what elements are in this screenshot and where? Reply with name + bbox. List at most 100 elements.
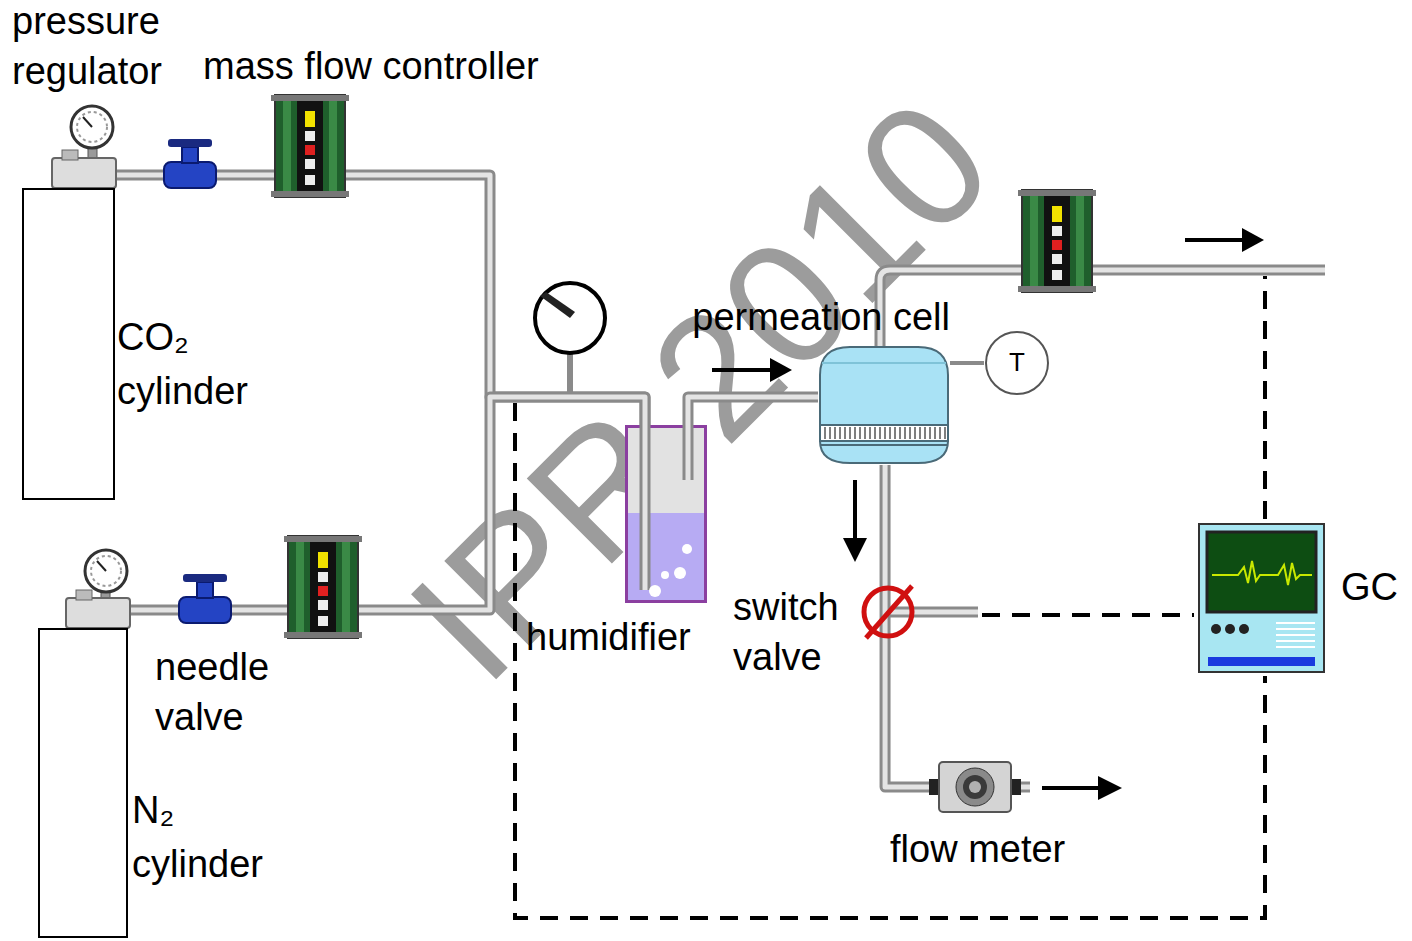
pipe-connector xyxy=(83,397,645,628)
node-label: CO₂ cylinder xyxy=(117,310,282,418)
circle-node: T xyxy=(984,330,1050,396)
cell-shape xyxy=(874,427,876,439)
cell-shape xyxy=(929,427,931,439)
cell-node: permeation cell xyxy=(818,345,950,465)
node-label: N₂ cylinder xyxy=(132,783,297,891)
beaker-shape xyxy=(683,425,694,480)
co2-regulator xyxy=(62,150,78,160)
cell-shape xyxy=(914,427,916,439)
cell-shape xyxy=(818,345,950,465)
pipe-wall xyxy=(83,397,645,628)
meter-shape xyxy=(929,779,939,795)
cyl-shape xyxy=(39,629,127,937)
sampling-line xyxy=(982,613,1194,617)
beaker-shape xyxy=(686,425,691,480)
pipe-connector xyxy=(950,363,984,364)
pipe-bore xyxy=(688,397,818,425)
cell-shape xyxy=(844,427,846,439)
meter-shape xyxy=(1011,779,1021,795)
cell-shape xyxy=(854,427,856,439)
meter-shape xyxy=(935,761,1015,813)
co2-regulator xyxy=(52,158,116,188)
part-label: needle valve xyxy=(155,642,295,742)
gauge-stem xyxy=(567,352,573,397)
cell-shape xyxy=(944,427,946,439)
monitor-shape xyxy=(1276,646,1315,648)
monitor-shape xyxy=(1276,628,1315,630)
beaker-shape xyxy=(640,425,651,590)
pipe-connector xyxy=(69,175,646,425)
meter-shape xyxy=(963,775,987,799)
pressure-gauge xyxy=(535,283,605,353)
cell-shape xyxy=(869,427,871,439)
cell-shape xyxy=(919,427,921,439)
flow-arrow xyxy=(853,480,857,540)
node-label: GC xyxy=(1341,565,1398,611)
cell-shape xyxy=(894,427,896,439)
n2-regulator xyxy=(76,590,92,600)
mass-flow-controller xyxy=(1018,190,1096,292)
gauge-stem xyxy=(570,352,571,397)
cell-shape xyxy=(934,427,936,439)
flow-arrow xyxy=(1242,228,1264,252)
monitor-shape xyxy=(1225,624,1235,634)
monitor-shape xyxy=(1199,524,1324,672)
beaker-shape xyxy=(643,425,648,590)
pipe-wall xyxy=(69,175,646,425)
monitor-shape xyxy=(1212,561,1312,585)
cell-shape xyxy=(879,427,881,439)
flow-arrow xyxy=(843,538,867,562)
needle-valve xyxy=(164,139,216,188)
monitor-shape xyxy=(1276,634,1315,636)
sample-pipe xyxy=(888,612,978,613)
beaker-shape xyxy=(649,585,661,597)
mass-flow-controller xyxy=(271,95,349,197)
cell-shape xyxy=(829,427,831,439)
pressure-gauge xyxy=(535,283,605,353)
cell-shape xyxy=(849,427,851,439)
switch-valve-symbol xyxy=(864,586,912,638)
beaker-shape xyxy=(625,425,707,603)
cell-shape xyxy=(820,425,948,441)
monitor-node: GC xyxy=(1198,523,1325,673)
cell-shape xyxy=(839,427,841,439)
flow-arrow xyxy=(1098,776,1122,800)
node-label: permeation cell xyxy=(692,295,950,341)
flow-arrow xyxy=(712,368,772,372)
cell-shape xyxy=(884,427,886,439)
pipe-wall xyxy=(688,397,818,425)
meter-shape xyxy=(969,781,981,793)
meter-node: flow meter xyxy=(935,761,1015,813)
sample-pipe xyxy=(888,610,978,615)
cyl-node: N₂ cylinder xyxy=(38,628,128,938)
pipe-connector xyxy=(688,397,818,425)
sampling-line xyxy=(515,403,1265,918)
cell-shape xyxy=(939,427,941,439)
cell-shape xyxy=(820,444,948,446)
node-label: humidifier xyxy=(526,615,691,661)
flow-arrow xyxy=(1042,786,1100,790)
sensor-wire xyxy=(950,361,984,365)
beaker-shape xyxy=(674,567,686,579)
co2-regulator xyxy=(52,106,116,188)
cyl-node: CO₂ cylinder xyxy=(22,188,115,500)
node-label: T xyxy=(984,347,1050,378)
cell-shape xyxy=(904,427,906,439)
needle-valve xyxy=(179,574,231,623)
n2-regulator xyxy=(66,598,130,628)
monitor-shape xyxy=(1239,624,1249,634)
cyl-shape xyxy=(22,188,115,500)
cell-shape xyxy=(824,427,826,439)
monitor-shape xyxy=(1198,523,1325,673)
monitor-shape xyxy=(1211,624,1221,634)
beaker-shape xyxy=(682,544,692,554)
meter-shape xyxy=(939,762,1011,812)
flow-arrow xyxy=(770,358,792,382)
cell-shape xyxy=(899,427,901,439)
cell-shape xyxy=(820,347,948,463)
cell-shape xyxy=(834,427,836,439)
cell-shape xyxy=(859,427,861,439)
pressure-gauge xyxy=(540,292,575,318)
